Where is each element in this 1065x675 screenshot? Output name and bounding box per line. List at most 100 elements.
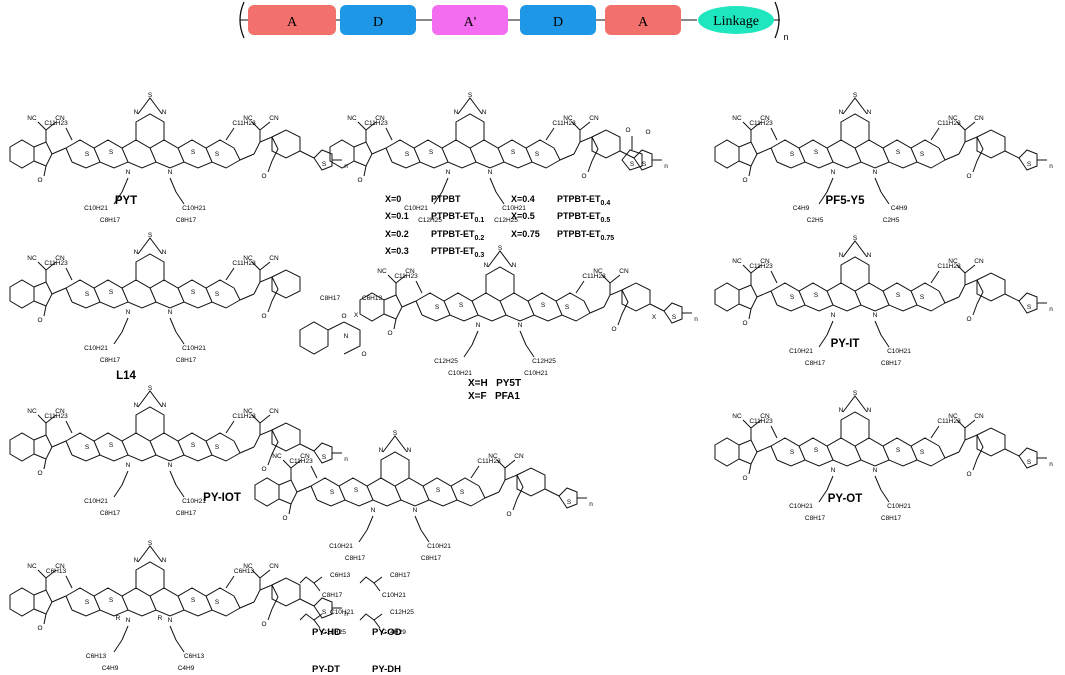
s-linker: S (567, 499, 572, 506)
chain-r-2: C2H5 (883, 217, 900, 224)
chain-l-1: C10H21 (84, 345, 108, 352)
cn-left: CN (300, 453, 310, 460)
n-btz-r: N (867, 109, 872, 116)
nc-left: NC (272, 453, 282, 460)
o-left: O (37, 625, 42, 632)
s-3: S (535, 151, 540, 158)
cn-left: CN (760, 413, 770, 420)
chain-r-2: C8H17 (176, 217, 197, 224)
s-linker: S (322, 609, 327, 616)
s-linker: S (322, 454, 327, 461)
chain-r-2: C8H17 (881, 515, 902, 522)
cn-right: CN (269, 115, 279, 122)
nc-right: NC (243, 563, 253, 570)
s-2: S (191, 149, 196, 156)
cn-left: CN (55, 115, 65, 122)
outer-chain-l: C11H23 (364, 120, 388, 127)
o-right: O (966, 471, 971, 478)
s-linker: S (1027, 161, 1032, 168)
label-py-od: PY-OD (372, 627, 402, 638)
chain-l-1: C10H21 (789, 348, 813, 355)
s-3: S (920, 151, 925, 158)
outer-chain-l: C11H23 (749, 120, 773, 127)
n-core-r: N (168, 169, 173, 176)
n-sub: n (1049, 163, 1053, 170)
s-0: S (85, 151, 90, 158)
n-btz-l: N (134, 109, 139, 116)
outer-chain-r: C11H23 (232, 120, 256, 127)
n-core-l: N (476, 322, 481, 329)
nc-right: NC (488, 453, 498, 460)
s-1: S (814, 292, 819, 299)
outer-chain-l: C11H23 (749, 263, 773, 270)
nc-right: NC (948, 413, 958, 420)
sc-od-bottom: C10H21 (382, 592, 406, 599)
s-0: S (85, 599, 90, 606)
o-right: O (611, 326, 616, 333)
s-3: S (460, 489, 465, 496)
s-btz: S (853, 390, 858, 397)
outer-chain-l: C11H23 (44, 260, 68, 267)
outer-chain-l: C6H13 (46, 568, 67, 575)
s-0: S (85, 444, 90, 451)
outer-chain-r: C11H23 (937, 120, 961, 127)
sc-dh-bottom: C14H29 (382, 629, 406, 636)
l14-c8: C8H17 (320, 295, 341, 302)
cn-left: CN (55, 255, 65, 262)
chain-r-1: C10H21 (182, 498, 206, 505)
cn-left: CN (760, 115, 770, 122)
n-sub: n (664, 163, 668, 170)
pfa1-line: X=F PFA1 (468, 391, 520, 402)
n-btz-r: N (407, 447, 412, 454)
chain-r-1: C6H13 (184, 653, 205, 660)
chain-r-2: C8H17 (881, 360, 902, 367)
nc-left: NC (732, 258, 742, 265)
outer-chain-l: C11H23 (44, 120, 68, 127)
n-sub: n (694, 316, 698, 323)
block-4 (520, 5, 596, 35)
cn-left: CN (55, 563, 65, 570)
py5t-line: X=H PY5T (468, 378, 522, 389)
o-right: O (966, 173, 971, 180)
x-left: X (354, 312, 359, 319)
s-0: S (330, 489, 335, 496)
chain-l-1: C4H9 (793, 205, 810, 212)
sc-dt-bottom: C12H25 (322, 629, 346, 636)
s-3: S (215, 291, 220, 298)
chain-r-2: C8H17 (421, 555, 442, 562)
s-1: S (814, 447, 819, 454)
s-3: S (215, 444, 220, 451)
n-core-l: N (831, 467, 836, 474)
chain-l-2: C8H17 (345, 555, 366, 562)
n-core-l: N (126, 462, 131, 469)
n-core-l: N (126, 309, 131, 316)
n-core-l: N (831, 169, 836, 176)
outer-chain-r: C11H23 (477, 458, 501, 465)
s-btz: S (468, 92, 473, 99)
o-left: O (742, 475, 747, 482)
o-right: O (261, 173, 266, 180)
n-btz-l: N (839, 407, 844, 414)
label-py-it: PY-IT (830, 338, 860, 350)
n-sub: n (589, 501, 593, 508)
s-1: S (354, 487, 359, 494)
cn-left: CN (405, 268, 415, 275)
n-core-r: N (488, 169, 493, 176)
n-core-r: N (413, 507, 418, 514)
s-1: S (814, 149, 819, 156)
nc-left: NC (27, 408, 37, 415)
block-label-4: D (553, 15, 563, 30)
s-btz: S (853, 92, 858, 99)
outer-chain-r: C11H23 (552, 120, 576, 127)
s-0: S (435, 304, 440, 311)
s-1: S (109, 289, 114, 296)
cn-right: CN (974, 258, 984, 265)
